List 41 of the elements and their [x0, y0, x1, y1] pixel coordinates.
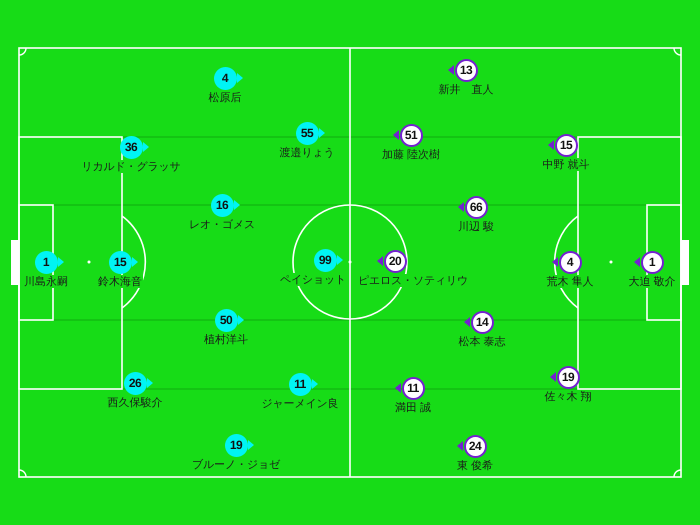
player-name: 加藤 陸次樹	[380, 148, 442, 161]
player-marker: 51	[400, 124, 422, 146]
player-name: 新井 直人	[438, 83, 494, 96]
player-name: 鈴木海音	[97, 275, 143, 288]
player-name: 西久保駿介	[106, 396, 164, 409]
player-name: レオ・ゴメス	[188, 218, 256, 231]
player-marker: 1	[34, 250, 58, 274]
player-name: 東 俊希	[456, 459, 494, 472]
player-marker: 66	[464, 196, 488, 218]
player-name: 松原后	[208, 91, 242, 104]
player-marker: 11	[402, 376, 424, 400]
player-marker: 55	[296, 122, 318, 144]
player-name: 川島永嗣	[23, 275, 69, 288]
player-name: 松本 泰志	[457, 335, 507, 348]
player-name: ピエロス・ソティリウ	[357, 274, 469, 287]
player-marker: 11	[288, 372, 312, 396]
player-marker: 14	[470, 310, 494, 334]
player-marker: 13	[454, 58, 478, 82]
player-marker: 4	[558, 250, 582, 274]
player-marker: 50	[214, 308, 238, 332]
player-marker: 4	[214, 66, 236, 90]
player-name: 植村洋斗	[203, 333, 249, 346]
player-name: 大迫 敬介	[627, 275, 677, 288]
player-marker: 36	[120, 136, 142, 158]
player-marker: 26	[124, 372, 146, 394]
player-marker: 19	[556, 366, 580, 388]
player-marker: 20	[384, 250, 406, 272]
player-marker: 1	[640, 250, 664, 274]
player-marker: 19	[224, 434, 248, 456]
player-name: 川辺 駿	[456, 220, 496, 233]
player-marker: 16	[210, 194, 234, 216]
player-name: 荒木 隼人	[545, 275, 595, 288]
player-marker: 99	[314, 248, 336, 272]
player-name: 中野 就斗	[541, 158, 591, 171]
player-marker: 24	[464, 434, 486, 458]
player-name: ジャーメイン良	[260, 397, 340, 410]
player-name: 満田 誠	[394, 401, 432, 414]
player-name: 佐々木 翔	[543, 390, 593, 403]
player-marker: 15	[554, 134, 578, 156]
player-name: ブルーノ・ジョゼ	[191, 458, 281, 471]
player-marker: 15	[108, 250, 132, 274]
